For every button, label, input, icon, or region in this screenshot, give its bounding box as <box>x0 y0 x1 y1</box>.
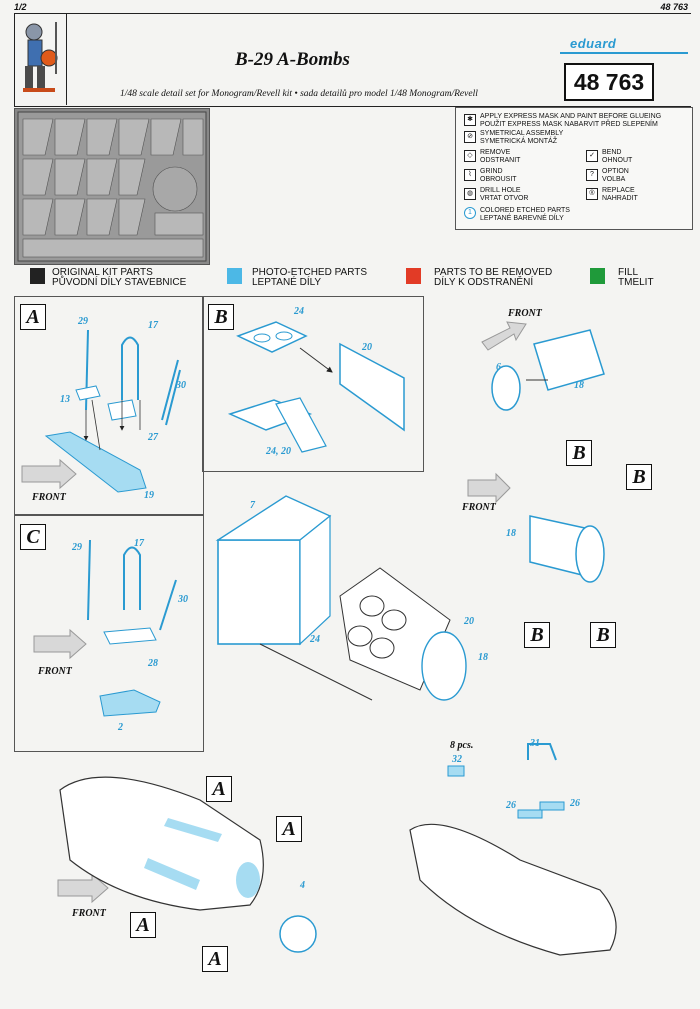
set-number-top: 48 763 <box>660 2 688 12</box>
front-arrow-fin <box>481 321 527 351</box>
part-29-a: 29 <box>78 316 88 327</box>
front-arrow-bomb <box>57 872 109 904</box>
swatch-photo-etched <box>227 268 242 284</box>
part-17-a: 17 <box>148 320 158 331</box>
part-31: 31 <box>530 738 540 749</box>
legend-label-option: OPTION VOLBA <box>602 168 629 183</box>
header-divider <box>66 13 67 105</box>
marker-a-2: A <box>276 816 302 842</box>
marker-b-2: B <box>626 464 652 490</box>
set-number-box: 48 763 <box>564 63 654 101</box>
part-20-main: 20 <box>464 616 474 627</box>
marker-a-3: A <box>130 912 156 938</box>
part-4: 4 <box>300 880 305 891</box>
legend-label-drill: DRILL HOLE VRTAT OTVOR <box>480 187 529 202</box>
legend-label-bend: BEND OHNOUT <box>602 149 633 164</box>
part-18-tail: 18 <box>506 528 516 539</box>
brand-logo: eduard <box>570 36 617 51</box>
part-29-c: 29 <box>72 542 82 553</box>
legend-label-mask: APPLY EXPRESS MASK AND PAINT BEFORE GLUE… <box>480 113 662 128</box>
drill-icon: ◍ <box>464 188 476 200</box>
part-24-20-b: 24, 20 <box>266 446 291 457</box>
part-27-a: 27 <box>148 432 158 443</box>
legend-label-symmetric: SYMETRICAL ASSEMBLY SYMETRICKÁ MONTÁŽ <box>480 130 564 145</box>
part-19-a: 19 <box>144 490 154 501</box>
paint-mask-icon: ✱ <box>464 114 476 126</box>
part-30-a: 30 <box>176 380 186 391</box>
marker-b-3: B <box>524 622 550 648</box>
part-13-a: 13 <box>60 394 70 405</box>
part-24-main: 24 <box>310 634 320 645</box>
fret-drawing <box>17 111 207 262</box>
part-24-b: 24 <box>294 306 304 317</box>
step-c-frame <box>14 514 204 752</box>
legend-label-grind: GRIND OBROUSIT <box>480 168 517 183</box>
marker-b-4: B <box>590 622 616 648</box>
part-26-left: 26 <box>506 800 516 811</box>
part-28-c: 28 <box>148 658 158 669</box>
swatch-original <box>30 268 45 284</box>
grind-icon: ⌇ <box>464 169 476 181</box>
pieces-count: 8 pcs. <box>450 740 474 751</box>
replace-icon: ® <box>586 188 598 200</box>
page-number: 1/2 <box>14 2 27 12</box>
part-7: 7 <box>250 500 255 511</box>
part-26-right: 26 <box>570 798 580 809</box>
front-label-c: FRONT <box>38 666 72 677</box>
front-arrow-tail <box>467 472 511 504</box>
legend-label-remove: REMOVE ODSTRANIT <box>480 149 521 164</box>
remove-icon: ◇ <box>464 150 476 162</box>
legend-label-replace: REPLACE NAHRADIT <box>602 187 638 202</box>
header-frame <box>14 13 691 107</box>
page-subtitle: 1/48 scale detail set for Monogram/Revel… <box>120 89 478 99</box>
part-20-b: 20 <box>362 342 372 353</box>
step-b-frame <box>202 296 424 472</box>
marker-b-1: B <box>566 440 592 466</box>
legend-label-colored: COLORED ETCHED PARTS LEPTANÉ BAREVNÉ DÍL… <box>480 207 570 222</box>
marker-a-1: A <box>206 776 232 802</box>
front-label-tail: FRONT <box>462 502 496 513</box>
colored-part-icon: 1 <box>464 207 476 219</box>
front-arrow-a <box>21 458 77 490</box>
step-b-label: B <box>208 304 234 330</box>
part-2-c: 2 <box>118 722 123 733</box>
symbol-legend: ✱ APPLY EXPRESS MASK AND PAINT BEFORE GL… <box>455 107 693 230</box>
part-6: 6 <box>496 362 501 373</box>
swatch-fill <box>590 268 605 284</box>
knight-mascot-icon <box>23 22 58 92</box>
page-title: B-29 A-Bombs <box>235 49 350 70</box>
part-18-fin: 18 <box>574 380 584 391</box>
photo-etch-fret <box>14 108 210 265</box>
option-icon: ? <box>586 169 598 181</box>
step-a-frame <box>14 296 204 516</box>
front-arrow-c <box>33 628 87 660</box>
part-18-main: 18 <box>478 652 488 663</box>
front-label-fin: FRONT <box>508 308 542 319</box>
part-30-c: 30 <box>178 594 188 605</box>
part-17-c: 17 <box>134 538 144 549</box>
marker-a-4: A <box>202 946 228 972</box>
step-c-label: C <box>20 524 46 550</box>
symmetric-icon: ⊘ <box>464 131 476 143</box>
front-label-a: FRONT <box>32 492 66 503</box>
bend-icon: ✓ <box>586 150 598 162</box>
step-a-label: A <box>20 304 46 330</box>
front-label-bomb: FRONT <box>72 908 106 919</box>
part-32: 32 <box>452 754 462 765</box>
swatch-remove <box>406 268 421 284</box>
brand-underline <box>560 52 688 54</box>
